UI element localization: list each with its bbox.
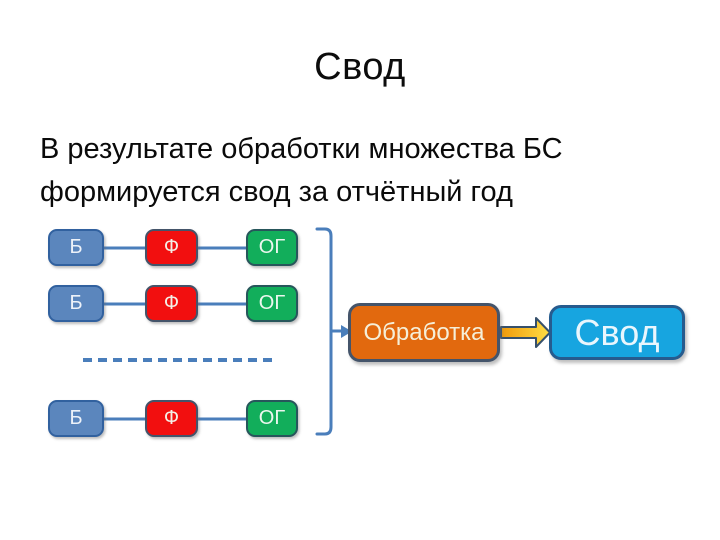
node-f-row1: Ф	[145, 229, 198, 266]
node-b-row3: Б	[48, 400, 104, 437]
node-og-row2: ОГ	[246, 285, 298, 322]
process-arrow-icon	[500, 317, 551, 348]
node-b-row2: Б	[48, 285, 104, 322]
body-line-1: В результате обработки множества БС	[40, 133, 563, 165]
node-f-row2: Ф	[145, 285, 198, 322]
process-box: Обработка	[348, 303, 500, 362]
slide-title: Свод	[314, 46, 406, 88]
node-b-row1: Б	[48, 229, 104, 266]
body-line-2: формируется свод за отчётный год	[40, 176, 513, 208]
body-text: В результате обработки множества БС форм…	[40, 128, 640, 214]
node-og-row3: ОГ	[246, 400, 298, 437]
node-f-row3: Ф	[145, 400, 198, 437]
bracket-icon	[315, 227, 333, 436]
node-og-row1: ОГ	[246, 229, 298, 266]
result-box: Свод	[549, 305, 685, 360]
